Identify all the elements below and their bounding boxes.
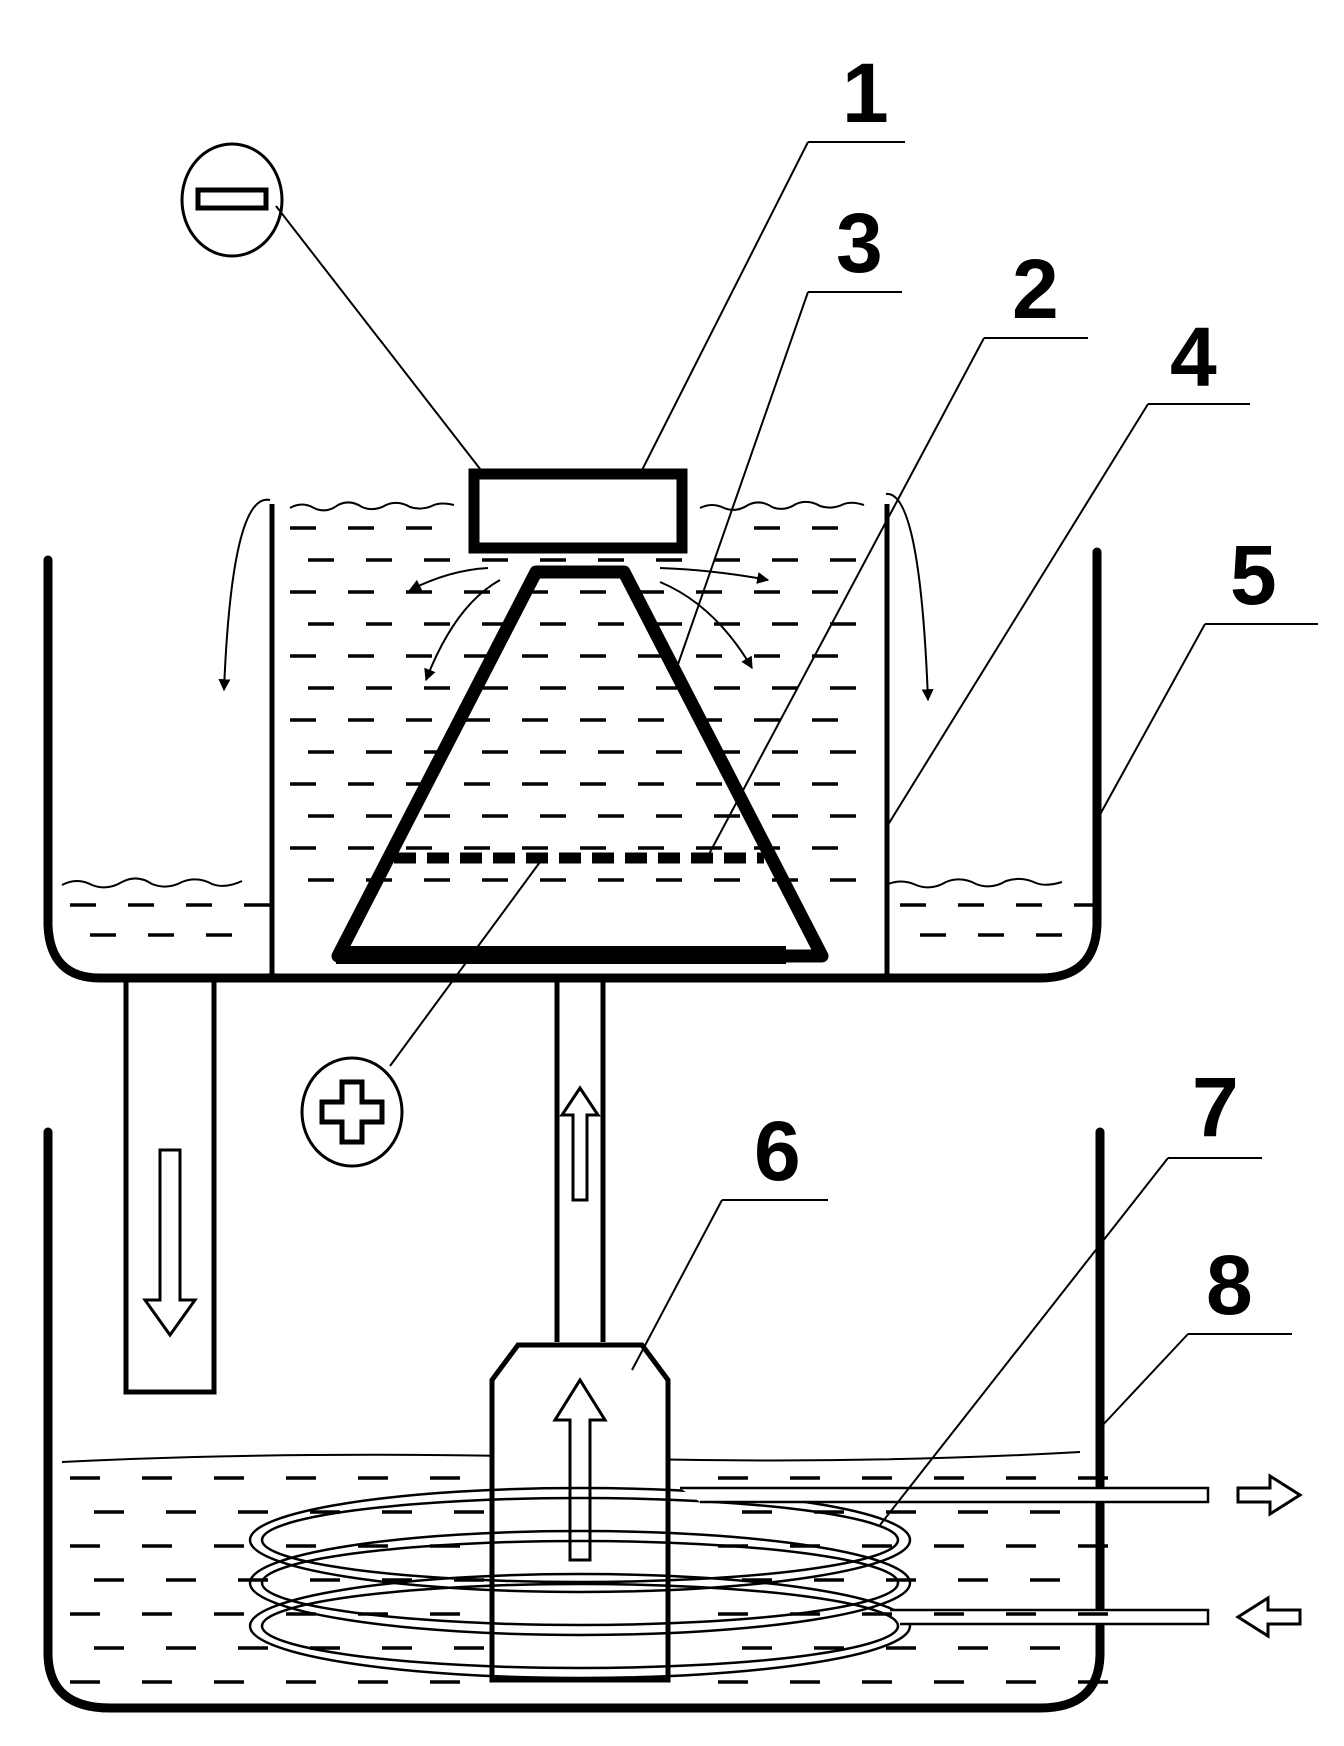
electrolyte-marks — [70, 526, 1108, 1684]
callout-6: 6 — [754, 1104, 801, 1198]
feed-arrow-icon — [559, 1085, 601, 1202]
flow-arrows-inner — [408, 567, 770, 682]
cathode-electrode — [468, 468, 688, 554]
overflow-arrows — [218, 492, 934, 702]
cooling-coil — [248, 1486, 1210, 1680]
lower-tank — [43, 1127, 1105, 1713]
anode-cone — [331, 565, 829, 963]
drain-arrow-icon — [142, 1148, 198, 1338]
inner-cell-liquid-surface — [289, 500, 865, 512]
outer-bath-vessel — [43, 547, 1102, 983]
callout-8: 8 — [1206, 1238, 1253, 1332]
minus-sign-icon — [180, 142, 284, 258]
anode-base-plate — [336, 946, 786, 964]
coolant-out-arrow-icon — [1236, 1473, 1303, 1517]
callout-1: 1 — [842, 46, 889, 140]
callout-leaders — [631, 141, 1318, 1526]
callout-4: 4 — [1170, 310, 1217, 404]
anode-lead-wire — [389, 861, 541, 1067]
callout-7: 7 — [1192, 1060, 1239, 1154]
callout-2: 2 — [1012, 242, 1059, 336]
plus-sign-icon — [300, 1056, 404, 1168]
outer-bath-liquid-surface-right — [885, 877, 1063, 889]
callout-3: 3 — [836, 196, 883, 290]
coolant-in-arrow-icon — [1235, 1595, 1302, 1639]
pump-arrow-icon — [552, 1377, 608, 1562]
callout-5: 5 — [1230, 528, 1277, 622]
outer-bath-liquid-surface-left — [61, 877, 243, 889]
cathode-lead-wire — [275, 205, 485, 475]
